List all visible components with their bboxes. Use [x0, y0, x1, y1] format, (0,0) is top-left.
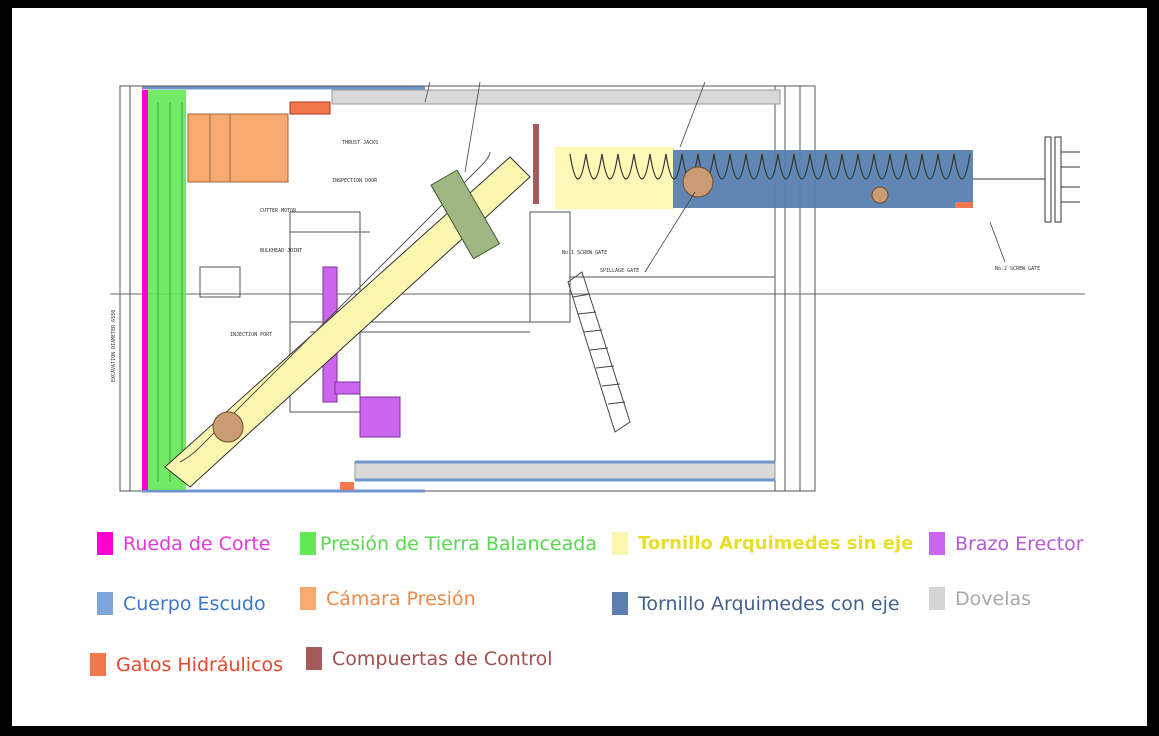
screw-joint [430, 169, 501, 260]
shafted-screw-conveyor [673, 150, 973, 208]
side-label: EXCAVATION DIAMETER 6550 [111, 310, 117, 382]
cutter-wheel [142, 90, 148, 490]
cutterhead-texture [157, 102, 183, 482]
legend-label: Cuerpo Escudo [123, 592, 266, 615]
legend-label: Gatos Hidráulicos [116, 653, 284, 676]
callout-leaders [424, 82, 1006, 273]
legend-label: Brazo Erector [955, 532, 1084, 555]
pressure-chamber [187, 113, 289, 183]
callout-injection-port: INJECTION PORT [230, 332, 272, 338]
discharge-flanges [973, 136, 1080, 223]
legend-swatch [929, 532, 945, 555]
shaftless-screw-horizontal [555, 147, 675, 209]
callout-screw-gate-2: No.2 SCREW GATE [995, 266, 1040, 272]
legend-swatch [306, 647, 322, 670]
hydraulic-jack [289, 101, 331, 115]
legend-camara-presion: Cámara Presión [300, 587, 476, 610]
machine-outline [110, 85, 1085, 492]
shield-body [142, 86, 775, 493]
legend-label: Presión de Tierra Balanceada [320, 532, 597, 555]
callout-inspection-door: INSPECTION DOOR [332, 178, 378, 184]
callout-thrust-jacks: THRUST JACKS [342, 140, 378, 146]
legend-cuerpo-escudo: Cuerpo Escudo [97, 592, 266, 615]
legend-label: Dovelas [955, 587, 1032, 610]
muck-1 [682, 166, 714, 198]
dovelas-bottom [354, 461, 776, 481]
legend-dovelas: Dovelas [929, 587, 1031, 610]
legend-tornillo-con-eje: Tornillo Arquimedes con eje [612, 592, 900, 615]
legend-swatch [612, 532, 628, 555]
legend-label: Tornillo Arquimedes con eje [638, 592, 900, 615]
muck-2 [871, 186, 889, 204]
legend-presion-tierra: Presión de Tierra Balanceada [300, 532, 597, 555]
control-gate [533, 124, 539, 204]
callout-cutter-motor: CUTTER MOTOR [260, 208, 297, 214]
legend-swatch [929, 587, 945, 610]
hydraulic-jack-bottom [340, 482, 354, 490]
callout-screw-gate-1: No.1 SCREW GATE [562, 250, 607, 256]
legend-label: Tornillo Arquimedes sin eje [638, 533, 914, 554]
legend-label: Rueda de Corte [123, 532, 271, 555]
legend-swatch [300, 587, 316, 610]
discharge-gate [955, 202, 973, 208]
spillage-chute [567, 271, 631, 433]
dovelas-top [331, 89, 781, 105]
legend-swatch [97, 592, 113, 615]
earth-pressure-zone [146, 90, 186, 490]
callout-bulkhead-joint: BULKHEAD JOINT [260, 248, 302, 254]
callout-spillage-gate: SPILLAGE GATE [600, 268, 639, 274]
horizontal-screw-flights [569, 153, 971, 180]
legend-compuertas-control: Compuertas de Control [306, 647, 553, 670]
legend-swatch [90, 653, 106, 676]
legend-swatch [97, 532, 113, 555]
legend-tornillo-sin-eje: Tornillo Arquimedes sin eje [612, 532, 913, 555]
shaftless-screw-conveyor [164, 156, 531, 488]
legend-brazo-erector: Brazo Erector [929, 532, 1084, 555]
legend-swatch [300, 532, 316, 555]
legend-label: Cámara Presión [326, 587, 476, 610]
legend-label: Compuertas de Control [332, 647, 553, 670]
tbm-cross-section-drawing: THRUST JACKS INSPECTION DOOR CUTTER MOTO… [110, 82, 1085, 493]
screw-muck [212, 411, 244, 443]
legend-swatch [612, 592, 628, 615]
legend-gatos-hidraulicos: Gatos Hidráulicos [90, 653, 283, 676]
legend-rueda-de-corte: Rueda de Corte [97, 532, 270, 555]
